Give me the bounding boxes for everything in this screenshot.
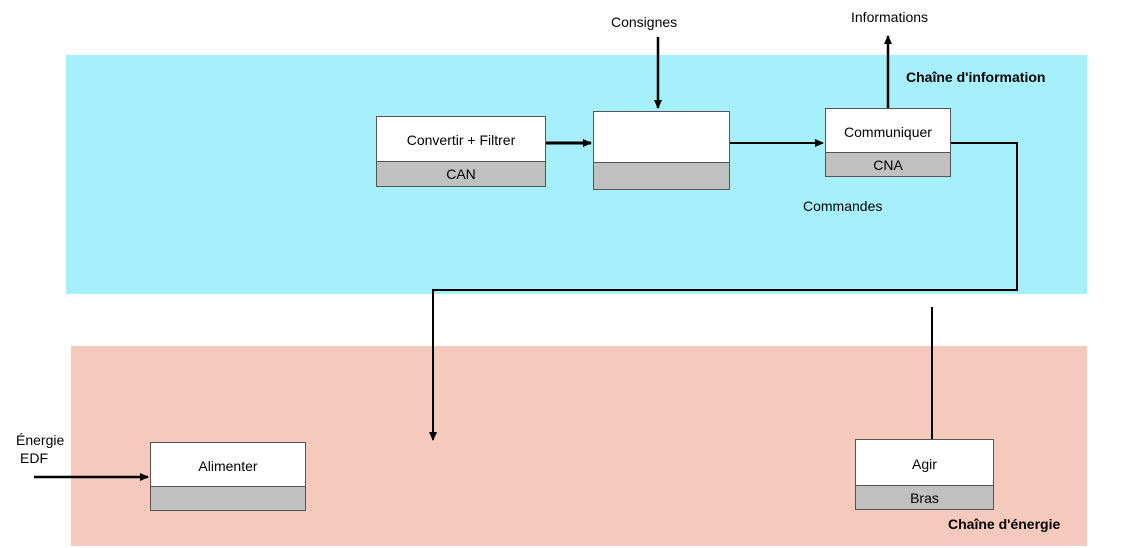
cna-component: CNA [826, 152, 950, 176]
alimenter-block[interactable]: Alimenter [150, 442, 306, 511]
information-chain-title: Chaîne d'information [906, 69, 1046, 85]
consignes-label: Consignes [611, 14, 678, 30]
traiter-function [594, 112, 729, 164]
alimenter-function: Alimenter [198, 457, 258, 474]
alimenter-component [151, 486, 305, 510]
can-component: CAN [377, 161, 545, 186]
communiquer-function: Communiquer [844, 123, 932, 140]
convertir-filtrer-block[interactable]: Convertir + Filtrer CAN [376, 116, 546, 187]
agir-function: Agir [912, 455, 937, 472]
energie-label: Énergie [16, 432, 65, 448]
edf-label: EDF [20, 450, 48, 466]
informations-label: Informations [851, 9, 929, 25]
convertir-filtrer-function: Convertir + Filtrer [406, 132, 516, 148]
agir-block[interactable]: Agir Bras [855, 439, 994, 510]
energy-chain-title: Chaîne d'énergie [948, 516, 1061, 532]
communiquer-block[interactable]: Communiquer CNA [825, 108, 951, 177]
bras-component: Bras [856, 485, 993, 509]
traiter-component [594, 162, 729, 189]
traiter-block[interactable] [593, 111, 730, 190]
commandes-label: Commandes [803, 198, 883, 214]
